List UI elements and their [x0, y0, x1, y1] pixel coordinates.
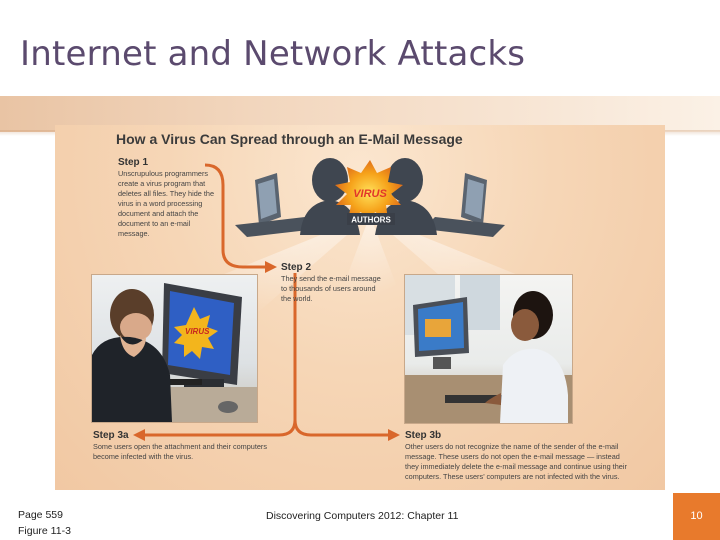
footer-book-title: Discovering Computers 2012: Chapter 11 [266, 510, 458, 522]
step3a-line: Some users open the attachment and their… [93, 442, 293, 452]
step1-line: virus in a word processing [118, 199, 230, 209]
step1-text: Unscrupulous programmers create a virus … [118, 169, 230, 239]
step1-line: document to an e-mail [118, 219, 230, 229]
step1-line: deletes all files. They hide the [118, 189, 230, 199]
step3a-text: Some users open the attachment and their… [93, 442, 293, 462]
step1-heading: Step 1 [118, 157, 148, 168]
step3b-line: computers. These users’ computers are no… [405, 472, 661, 482]
step3b-text: Other users do not recognize the name of… [405, 442, 661, 482]
unaffected-user-illustration [405, 275, 572, 423]
step2-line: to thousands of users around [281, 284, 396, 294]
step3b-line: Other users do not recognize the name of… [405, 442, 661, 452]
authors-label: AUTHORS [351, 216, 391, 225]
arrowhead-step3a [133, 429, 145, 441]
step2-heading: Step 2 [281, 262, 311, 273]
figure-reference: Figure 11-3 [18, 523, 71, 539]
step1-line: document and attach the [118, 209, 230, 219]
virus-badge-text: VIRUS [353, 188, 387, 200]
step3b-heading: Step 3b [405, 430, 441, 441]
step1-line: message. [118, 229, 230, 239]
monitor-virus-text: VIRUS [185, 327, 209, 336]
photo-infected-user: VIRUS [92, 275, 257, 422]
slide-title: Internet and Network Attacks [20, 34, 525, 74]
page-reference: Page 559 [18, 507, 71, 523]
step2-line: the world. [281, 294, 396, 304]
footer-reference: Page 559 Figure 11-3 [18, 507, 71, 539]
figure-panel: How a Virus Can Spread through an E-Mail… [55, 125, 665, 490]
arrow-step2-to-step3b [295, 420, 390, 435]
step3a-line: become infected with the virus. [93, 452, 293, 462]
photo-unaffected-user [405, 275, 572, 423]
step3a-heading: Step 3a [93, 430, 129, 441]
infected-user-illustration [92, 275, 257, 422]
step3b-line: message. These users do not open the e-m… [405, 452, 661, 462]
arrowhead-step3b [388, 429, 400, 441]
step2-line: They send the e-mail message [281, 274, 396, 284]
slide-number: 10 [673, 493, 720, 540]
step2-text: They send the e-mail message to thousand… [281, 274, 396, 304]
step1-line: create a virus program that [118, 179, 230, 189]
step1-line: Unscrupulous programmers [118, 169, 230, 179]
step3b-line: they immediately delete the e-mail messa… [405, 462, 661, 472]
